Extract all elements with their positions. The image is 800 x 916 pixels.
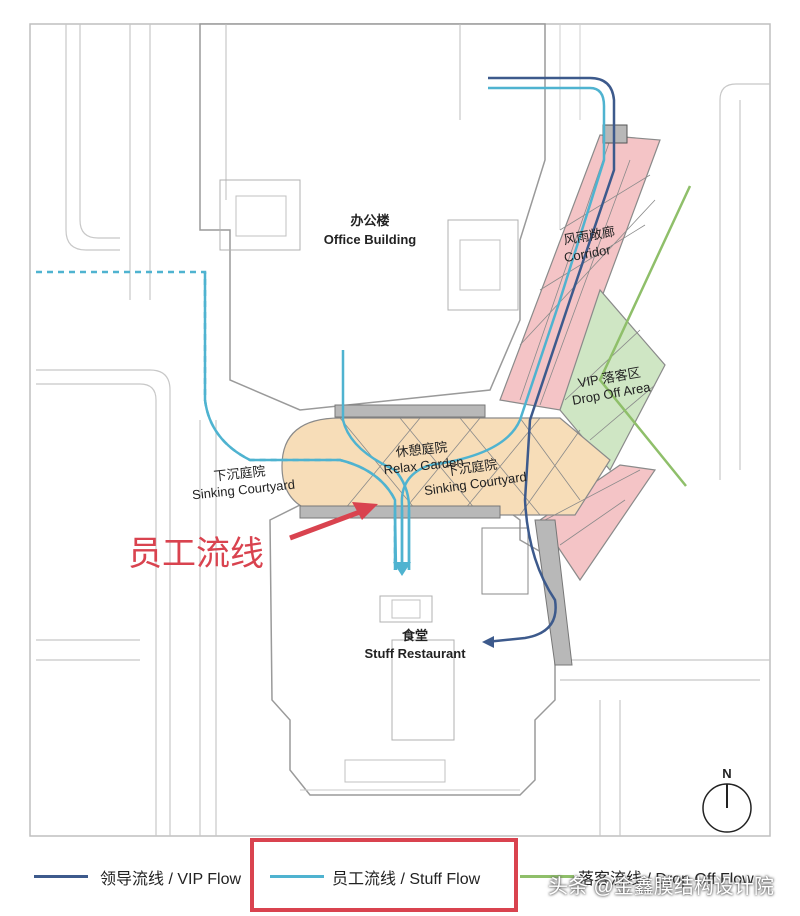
annotation-label: 员工流线 [128, 535, 264, 573]
north-arrow: N [702, 766, 752, 833]
roads [36, 24, 770, 836]
legend-stuff-swatch [270, 875, 324, 878]
legend-highlight-box [250, 838, 518, 912]
legend-vip-label: 领导流线 / VIP Flow [100, 871, 242, 888]
canopy-grid [339, 139, 656, 546]
legend-dropoff-swatch [520, 875, 574, 878]
relax-label-cn: 休憩庭院 [395, 439, 448, 459]
north-label: N [722, 766, 731, 781]
office-label-cn: 办公楼 [350, 213, 389, 228]
legend-dropoff-label: 落客流线 / Drop Off Flow [578, 871, 754, 888]
sink-mid-label-cn: 下沉庭院 [445, 456, 499, 478]
canopy-edge-bottom [299, 505, 501, 519]
restaurant-building [269, 504, 556, 796]
vip-flow-line [485, 76, 616, 644]
stuff-flow-arrow [393, 562, 411, 576]
sink-left-label-cn: 下沉庭院 [213, 463, 266, 483]
legend-vip-swatch [34, 875, 88, 878]
annotation-arrow [289, 507, 366, 541]
stuff-flow-lines [36, 86, 606, 571]
watermark: 头条 @金鑫膜结构设计院 [548, 876, 774, 898]
legend-stuff-label: 员工流线 / Stuff Flow [332, 871, 481, 888]
vip-flow-arrow [482, 636, 494, 648]
annotation-arrowhead [352, 502, 378, 520]
canopy-edge-top [334, 404, 486, 418]
restaurant-label-cn: 食堂 [402, 628, 428, 643]
dropoff-flow-line [598, 185, 692, 487]
office-label-en: Office Building [324, 232, 417, 247]
ramp [534, 519, 573, 666]
restaurant-label-en: Stuff Restaurant [364, 646, 466, 661]
office-building [199, 23, 581, 411]
